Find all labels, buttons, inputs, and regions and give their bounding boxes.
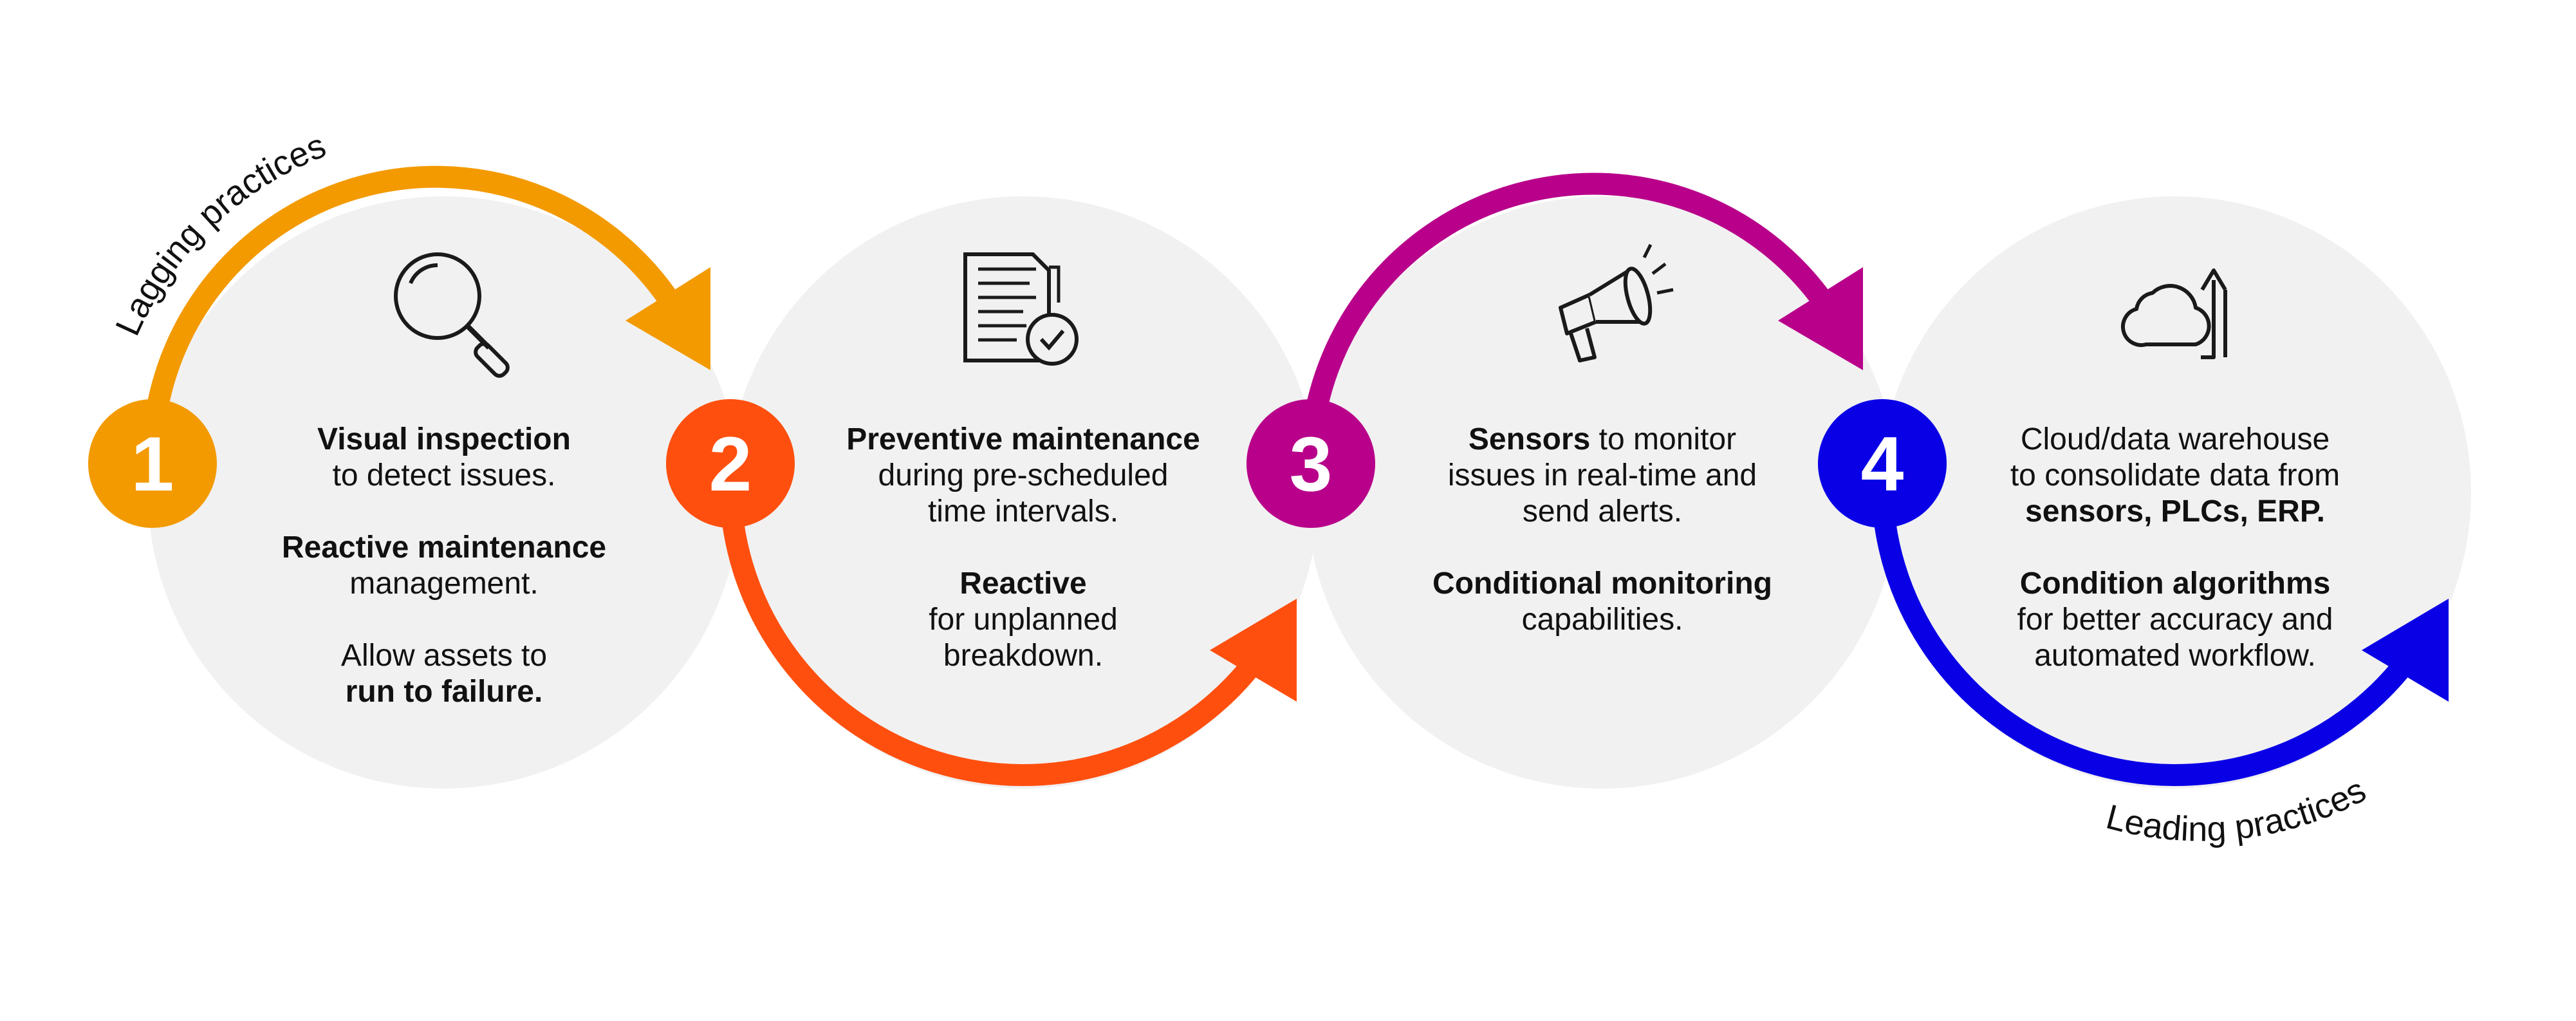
step-1-badge: 1 <box>88 399 217 528</box>
step-1-number: 1 <box>131 421 174 507</box>
body-text: to consolidate data from <box>2010 458 2340 492</box>
body-text: automated workflow. <box>2034 639 2316 673</box>
step-2-badge: 2 <box>666 399 795 528</box>
emphasis-text: Reactive maintenance <box>281 530 607 565</box>
cloud-upload-icon <box>2121 268 2227 359</box>
body-text: time intervals. <box>927 494 1119 529</box>
body-text: to monitor <box>1590 422 1737 456</box>
step-4-number: 4 <box>1861 421 1904 507</box>
arrow-3-to-4 <box>1300 173 1863 452</box>
emphasis-text: run to failure. <box>345 675 543 709</box>
step-3-circle <box>1306 196 1898 789</box>
document-check-icon <box>963 252 1079 366</box>
body-text: management. <box>349 567 539 601</box>
body-text: for better accuracy and <box>2017 603 2333 637</box>
body-text: to detect issues. <box>332 458 556 492</box>
emphasis-text: Preventive maintenance <box>846 422 1200 456</box>
step-3-number: 3 <box>1290 421 1333 507</box>
emphasis-text: Visual inspection <box>317 422 571 456</box>
body-text: Cloud/data warehouse <box>2020 422 2330 456</box>
emphasis-text: Conditional monitoring <box>1432 567 1772 601</box>
body-text: breakdown. <box>943 639 1104 673</box>
arrow-1-to-2 <box>141 165 710 464</box>
step-2-number: 2 <box>709 421 752 507</box>
emphasis-text: Condition algorithms <box>2019 567 2331 601</box>
step-3-badge: 3 <box>1246 399 1375 528</box>
step-1-circle <box>148 196 740 789</box>
step-4-badge: 4 <box>1818 399 1947 528</box>
body-text: send alerts. <box>1522 494 1683 529</box>
emphasis-text: Reactive <box>959 567 1087 601</box>
megaphone-icon <box>1559 243 1674 362</box>
body-text: for unplanned <box>929 603 1118 637</box>
body-text: Allow assets to <box>340 639 548 673</box>
body-text: capabilities. <box>1521 603 1683 637</box>
arrow-2-to-3 <box>719 492 1297 787</box>
emphasis-text: sensors, PLCs, ERP. <box>2025 494 2325 529</box>
step-2-circle <box>727 196 1319 789</box>
step-4-circle <box>1879 196 2471 789</box>
arrow-4-leading <box>1871 492 2449 787</box>
magnifying-glass-icon <box>394 252 510 378</box>
body-text: issues in real-time and <box>1447 458 1757 492</box>
body-text: during pre-scheduled <box>878 458 1169 492</box>
emphasis-text: Sensors <box>1468 422 1591 456</box>
